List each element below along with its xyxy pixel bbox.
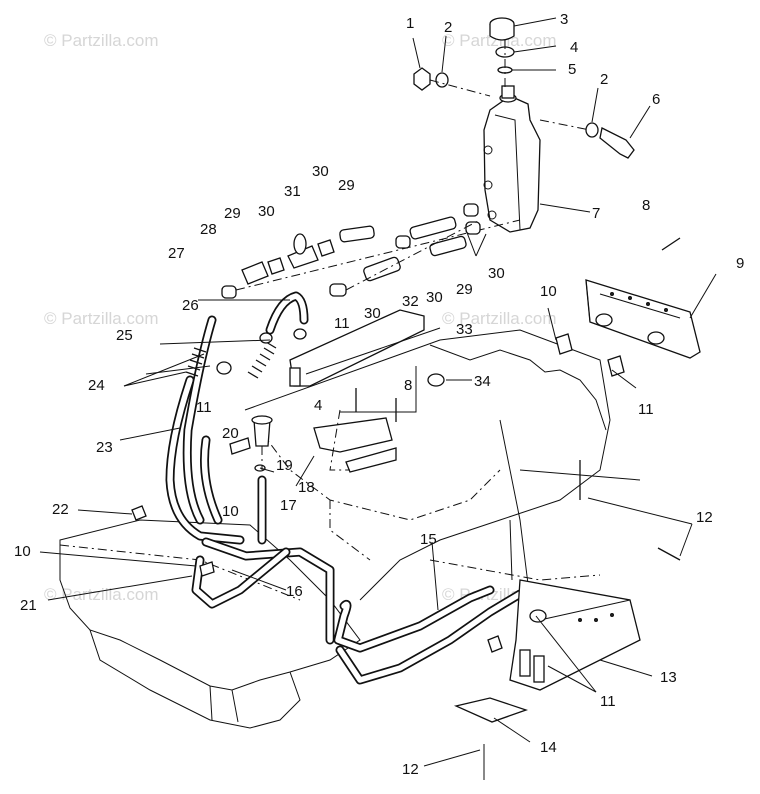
plate-14 <box>453 697 529 780</box>
bracket-9 <box>585 279 701 359</box>
callout-8: 8 <box>642 197 650 214</box>
callout-11: 11 <box>638 401 654 418</box>
callout-6: 6 <box>652 91 660 108</box>
callout-10: 10 <box>14 543 31 560</box>
callout-25: 25 <box>116 327 133 344</box>
bracket-18 <box>289 309 445 473</box>
callout-22: 22 <box>52 501 69 518</box>
hoses-lower <box>191 537 545 685</box>
hose-26 <box>265 291 309 335</box>
callout-28: 28 <box>200 221 217 238</box>
callout-4: 4 <box>314 397 322 414</box>
callout-32: 32 <box>402 293 419 310</box>
chassis-frame <box>59 329 641 729</box>
callout-30: 30 <box>364 305 381 322</box>
callout-26: 26 <box>182 297 199 314</box>
callout-30: 30 <box>312 163 329 180</box>
callout-2: 2 <box>444 19 452 36</box>
clamps <box>131 328 625 653</box>
callout-34: 34 <box>474 373 491 390</box>
callout-2: 2 <box>600 71 608 88</box>
callout-23: 23 <box>96 439 113 456</box>
callout-27: 27 <box>168 245 185 262</box>
tank-cap-assembly <box>489 17 515 90</box>
callout-8: 8 <box>404 377 412 394</box>
callout-11: 11 <box>600 693 616 710</box>
callout-4: 4 <box>570 39 578 56</box>
leader-lines <box>39 17 717 767</box>
oil-tank <box>483 85 541 233</box>
callout-11: 11 <box>334 315 350 332</box>
watermark-bottom-left: © Partzilla.com <box>44 585 159 604</box>
callout-24: 24 <box>88 377 105 394</box>
callout-17: 17 <box>280 497 297 514</box>
callout-31: 31 <box>284 183 301 200</box>
tee-fitting <box>229 415 273 545</box>
bracket-13 <box>509 579 641 691</box>
callout-29: 29 <box>338 177 355 194</box>
callout-20: 20 <box>222 425 239 442</box>
callout-15: 15 <box>420 531 437 548</box>
bolt-right <box>539 119 635 159</box>
callout-18: 18 <box>298 479 315 496</box>
callout-21: 21 <box>20 597 37 614</box>
watermark-top-left: © Partzilla.com <box>44 31 159 50</box>
watermark-mid-right: © Partzilla.com <box>442 309 557 328</box>
callout-10: 10 <box>222 503 239 520</box>
callout-labels: 1 2 3 4 5 2 6 7 8 9 30 29 31 29 30 28 27… <box>14 11 744 778</box>
callout-30: 30 <box>258 203 275 220</box>
callout-30: 30 <box>488 265 505 282</box>
fittings-chain <box>221 203 521 299</box>
callout-1: 1 <box>406 15 414 32</box>
nut-washer-left <box>413 67 491 97</box>
callout-5: 5 <box>568 61 576 78</box>
callout-16: 16 <box>286 583 303 600</box>
callout-19: 19 <box>276 457 293 474</box>
callout-12: 12 <box>696 509 713 526</box>
callout-29: 29 <box>456 281 473 298</box>
callout-7: 7 <box>592 205 600 222</box>
callout-12: 12 <box>402 761 419 778</box>
watermark-top-right: © Partzilla.com <box>442 31 557 50</box>
callout-33: 33 <box>456 321 473 338</box>
rivets <box>329 237 681 561</box>
callout-14: 14 <box>540 739 557 756</box>
hose-23 <box>165 315 245 545</box>
callout-30: 30 <box>426 289 443 306</box>
callout-10: 10 <box>540 283 557 300</box>
callout-9: 9 <box>736 255 744 272</box>
callout-13: 13 <box>660 669 677 686</box>
callout-29: 29 <box>224 205 241 222</box>
watermark-mid-left: © Partzilla.com <box>44 309 159 328</box>
callout-11: 11 <box>196 399 212 416</box>
callout-3: 3 <box>560 11 568 28</box>
